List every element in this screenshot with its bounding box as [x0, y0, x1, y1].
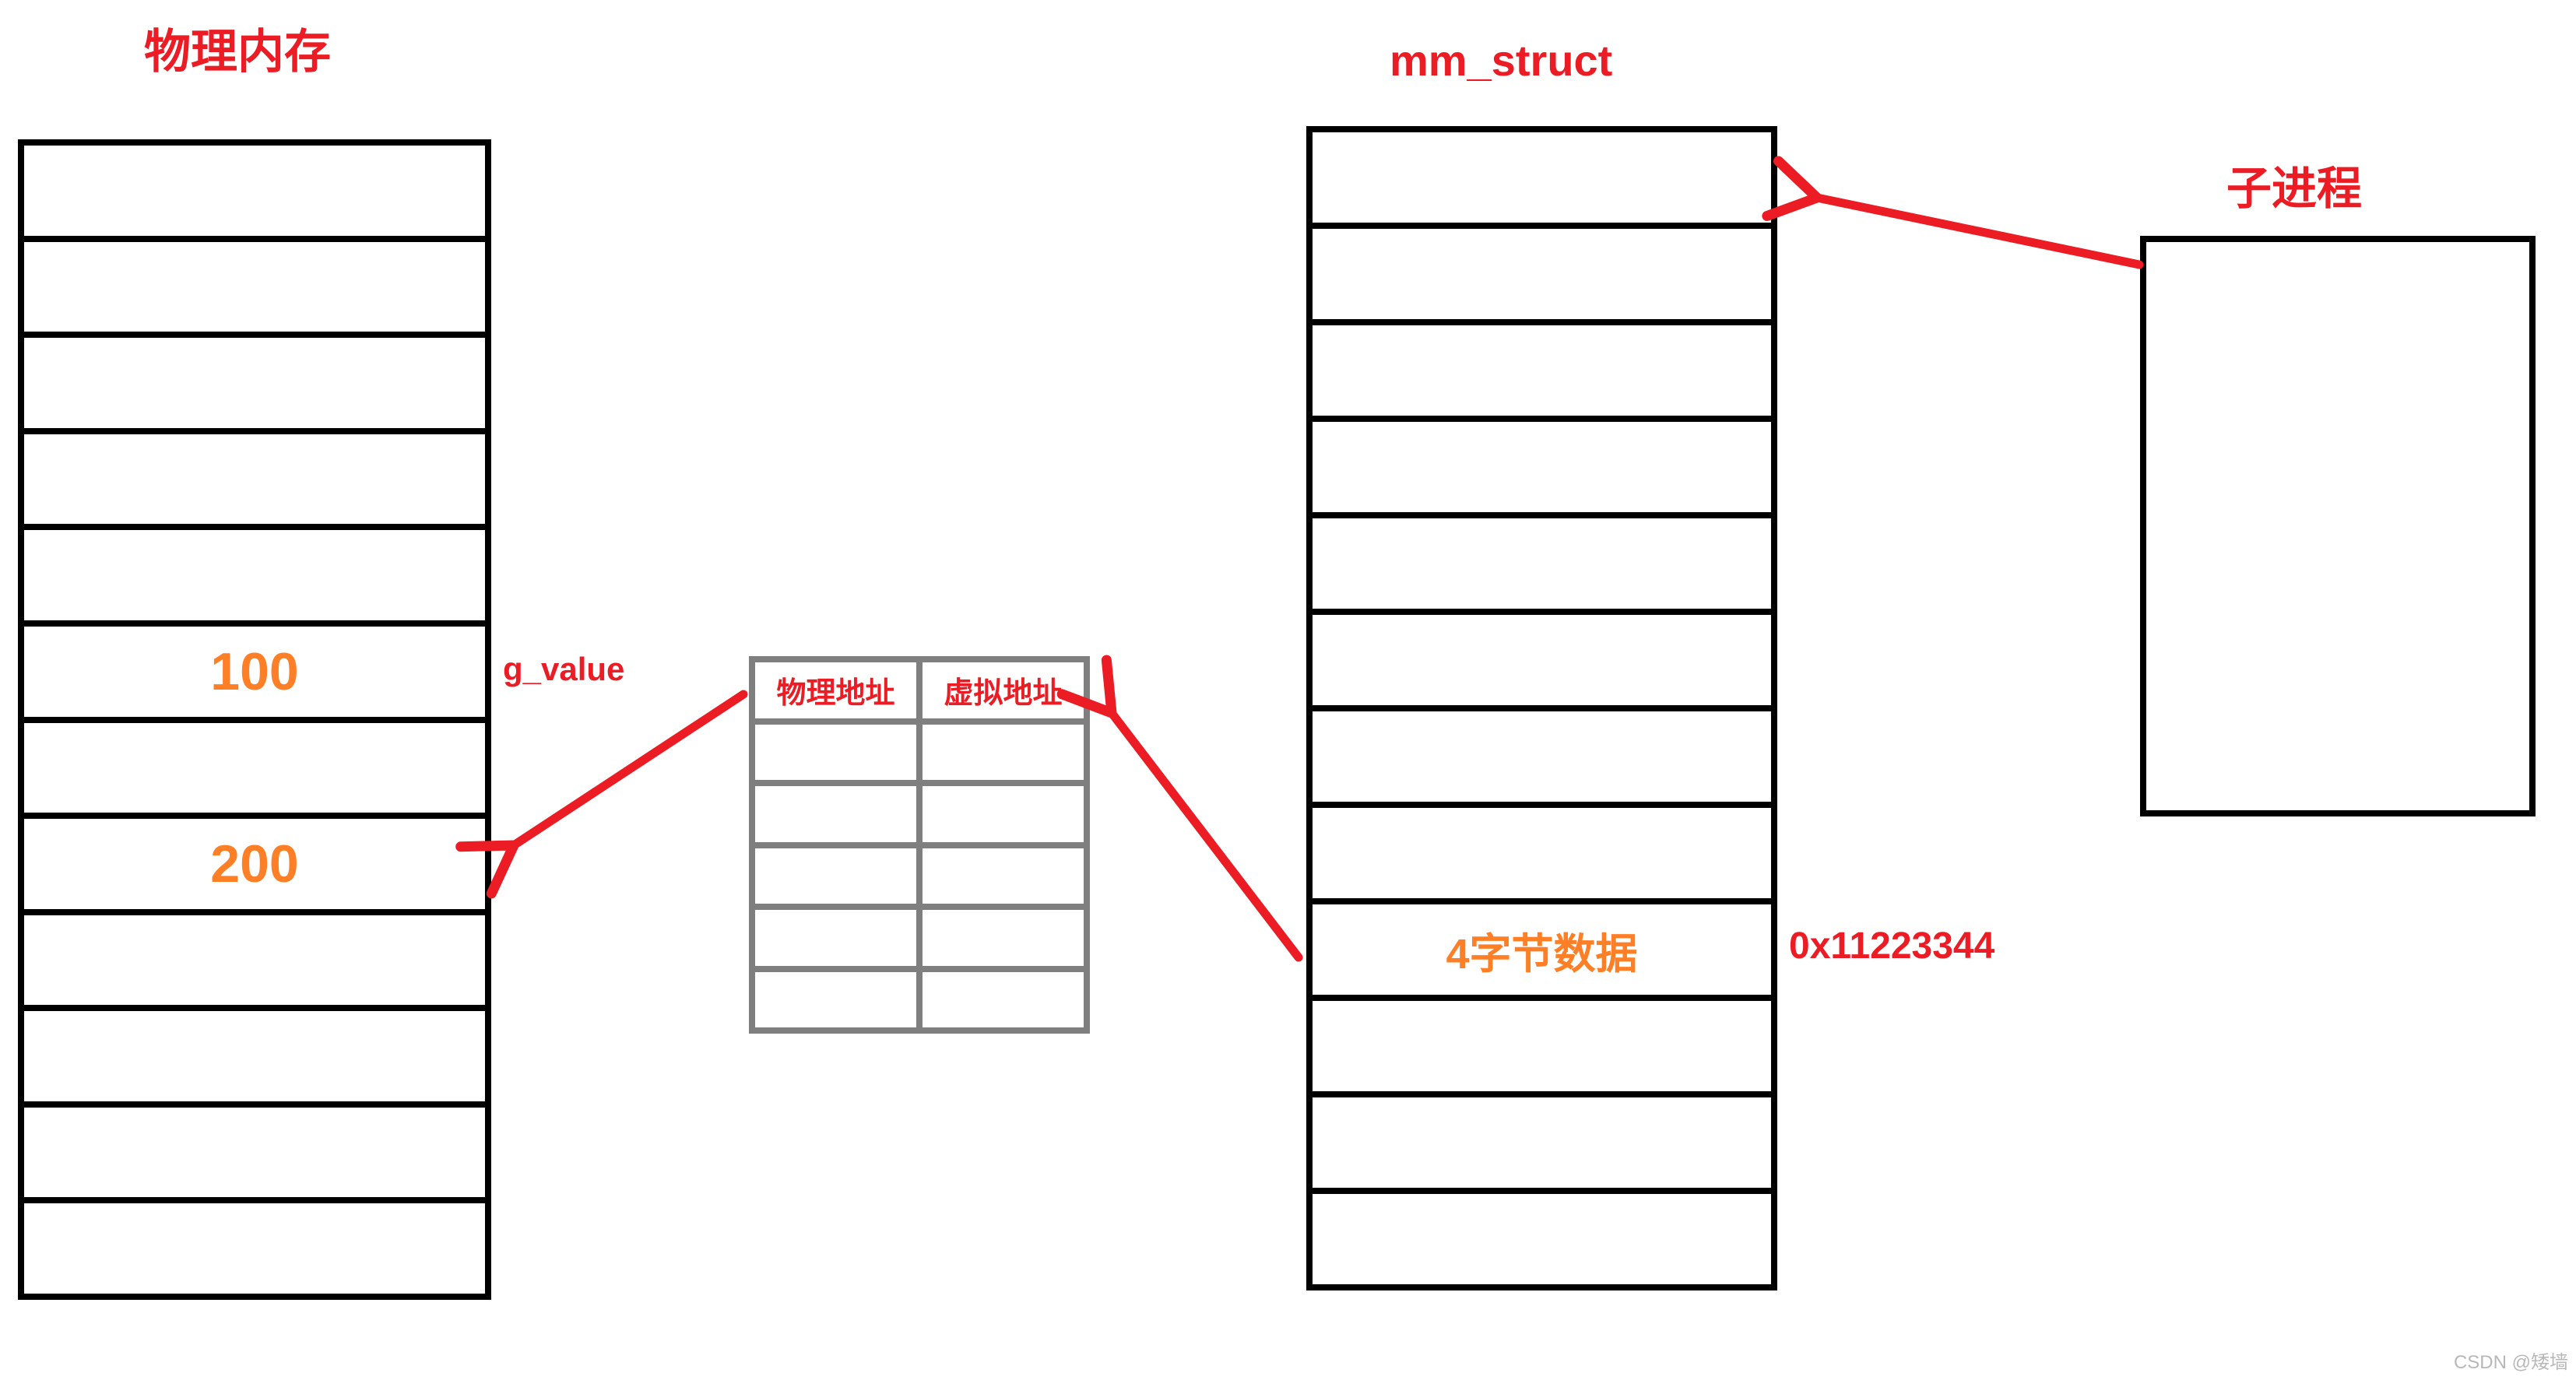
cell-value [923, 910, 1084, 966]
mm-struct-cell [1313, 808, 1771, 898]
virtual-address-header: 虚拟地址 [923, 662, 1084, 718]
mm-struct-cell [1313, 422, 1771, 512]
cell-value [755, 848, 916, 904]
physical-memory-title: 物理内存 [144, 26, 331, 78]
mm-struct-cell [1313, 1097, 1771, 1188]
cell-value [923, 848, 1084, 904]
page-table-row [755, 848, 1084, 904]
physical-memory-cell [24, 722, 485, 813]
physical-memory-cell [24, 915, 485, 1006]
mm-struct-cell [1313, 229, 1771, 319]
mm-struct-cell [1313, 132, 1771, 223]
physical-memory-box: 100 200 [18, 139, 491, 1300]
cell-value [755, 971, 916, 1027]
mm-struct-cell [1313, 518, 1771, 609]
physical-memory-cell [24, 338, 485, 428]
arrow-table-to-physical-memory [455, 690, 748, 899]
physical-memory-cell [24, 1011, 485, 1101]
physical-memory-cell: 100 [24, 626, 485, 717]
physical-memory-cell [24, 1107, 485, 1198]
watermark: CSDN @矮墙 [2453, 1352, 2568, 1373]
virtual-address-value-label: 0x11223344 [1789, 925, 1995, 967]
mm-struct-cell [1313, 711, 1771, 802]
cell-value [923, 786, 1084, 842]
cell-value [755, 910, 916, 966]
child-process-title: 子进程 [2226, 163, 2363, 214]
mm-struct-cell [1313, 615, 1771, 705]
cell-value [923, 724, 1084, 780]
physical-memory-cell [24, 434, 485, 525]
mm-struct-box: 4字节数据 [1306, 126, 1777, 1290]
page-table: 物理地址 虚拟地址 [749, 656, 1090, 1034]
mm-struct-cell [1313, 325, 1771, 416]
physical-memory-cell [24, 146, 485, 236]
physical-memory-cell [24, 530, 485, 620]
g-value-label: g_value [503, 651, 625, 687]
physical-address-header: 物理地址 [755, 662, 916, 718]
mm-struct-cell [1313, 1001, 1771, 1091]
physical-memory-cell [24, 1203, 485, 1294]
page-table-row [755, 910, 1084, 966]
physical-memory-cell [24, 241, 485, 332]
physical-memory-cell: 200 [24, 819, 485, 909]
page-table-row [755, 724, 1084, 780]
mm-struct-cell: 4字节数据 [1313, 904, 1771, 995]
arrow-child-to-mmstruct [1762, 156, 2144, 269]
mm-struct-cell [1313, 1194, 1771, 1284]
cell-value [923, 971, 1084, 1027]
page-table-row [755, 971, 1084, 1027]
arrow-mmstruct-to-table [1056, 655, 1303, 962]
cell-value [755, 724, 916, 780]
mm-struct-title: mm_struct [1390, 36, 1613, 85]
page-table-header-row: 物理地址 虚拟地址 [755, 662, 1084, 718]
page-table-row [755, 786, 1084, 842]
child-process-box [2140, 236, 2536, 816]
cell-value [755, 786, 916, 842]
